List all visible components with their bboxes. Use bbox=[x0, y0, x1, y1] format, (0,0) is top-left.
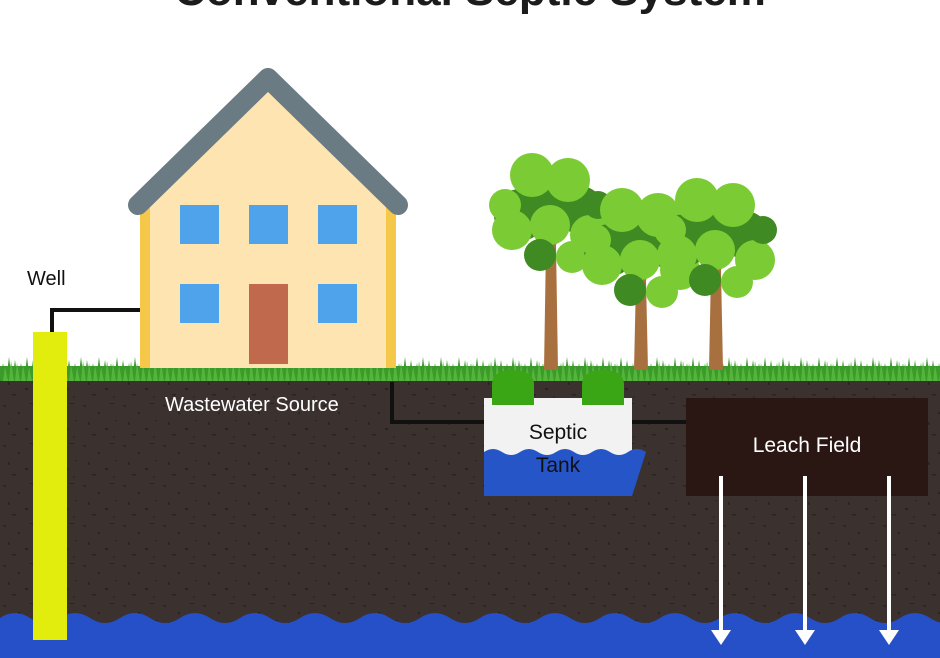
well-label: Well bbox=[27, 268, 66, 290]
house bbox=[128, 68, 408, 368]
house-window bbox=[180, 205, 219, 244]
well-connection-pipe bbox=[50, 308, 142, 332]
house-window bbox=[180, 284, 219, 323]
tank-lid bbox=[582, 370, 624, 405]
diagram-title: Conventional Septic System bbox=[0, 0, 940, 16]
drainage-arrowhead bbox=[795, 630, 815, 645]
outflow-pipe bbox=[390, 382, 486, 424]
tank-lid bbox=[492, 370, 534, 405]
wastewater-source-label: Wastewater Source bbox=[165, 394, 339, 416]
house-window bbox=[318, 284, 357, 323]
septic-tank bbox=[484, 370, 646, 496]
trees bbox=[489, 153, 777, 370]
drainage-arrowhead bbox=[879, 630, 899, 645]
house-roof bbox=[128, 68, 408, 215]
house-window bbox=[318, 205, 357, 244]
septic-tank-label-line2: Tank bbox=[535, 454, 581, 477]
drainage-arrows bbox=[711, 476, 899, 645]
tree bbox=[579, 188, 702, 370]
groundwater-layer bbox=[0, 613, 940, 658]
house-window bbox=[249, 205, 288, 244]
well-pipe bbox=[33, 332, 67, 640]
leach-field-label: Leach Field bbox=[752, 434, 862, 457]
drainage-arrowhead bbox=[711, 630, 731, 645]
septic-tank-label-line1: Septic bbox=[528, 421, 588, 444]
grass-strip bbox=[0, 357, 940, 381]
tree bbox=[654, 178, 777, 370]
house-door bbox=[249, 284, 288, 364]
